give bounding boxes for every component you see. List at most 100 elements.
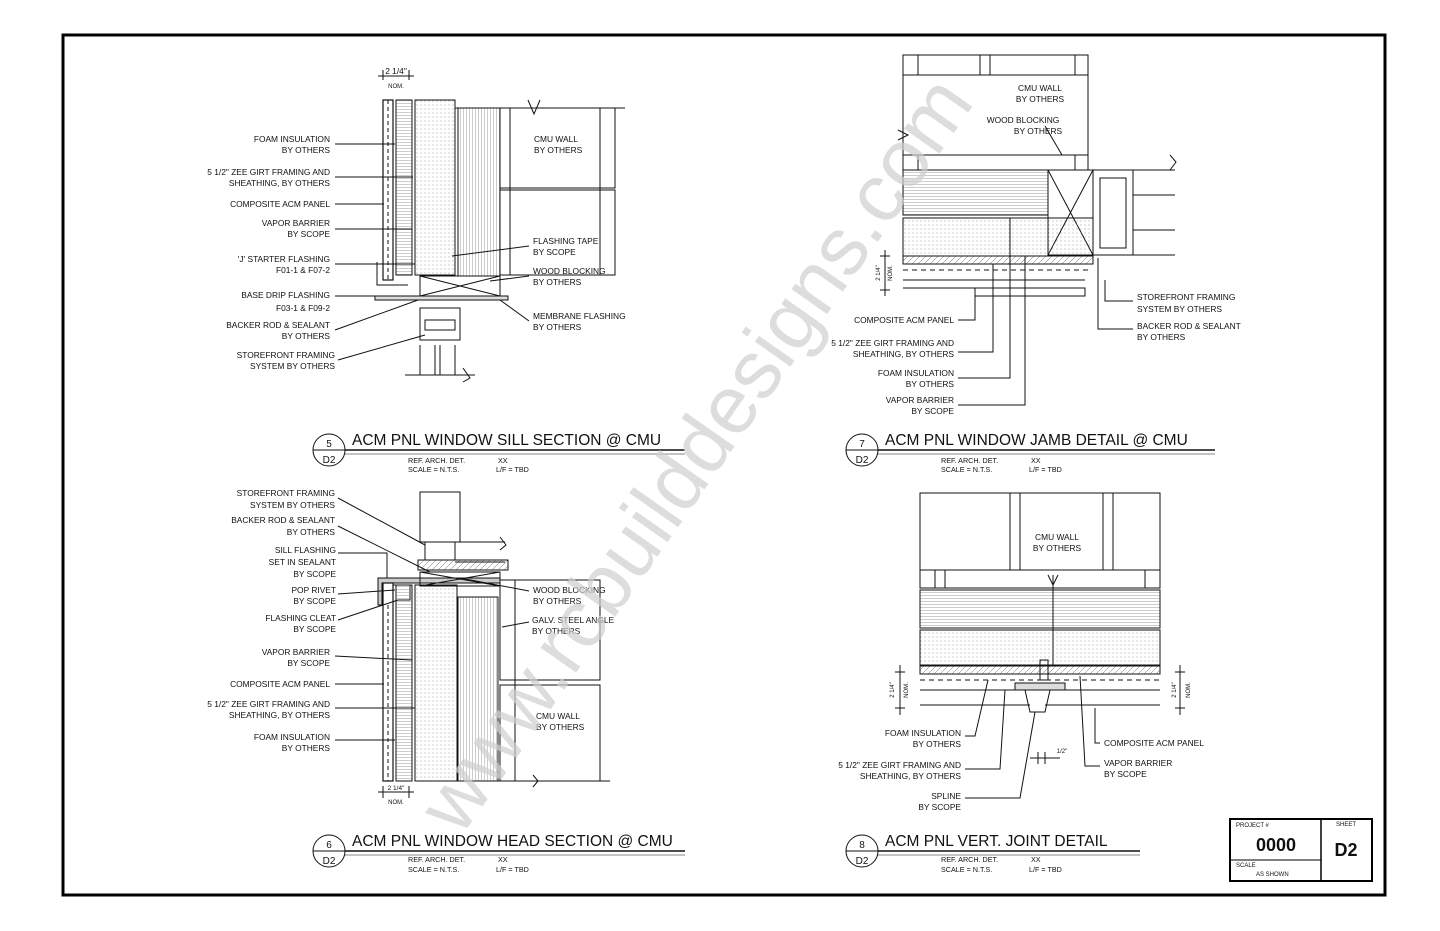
detail-6-labels: STOREFRONT FRAMING SYSTEM BY OTHERS BACK… (207, 488, 614, 806)
label-backer: BACKER ROD & SEALANT (231, 515, 335, 525)
label-sill: SET IN SEALANT (269, 557, 336, 567)
label-storefront: STOREFRONT FRAMING (1137, 292, 1235, 302)
detail-6-drawing (334, 491, 610, 798)
dim-note: NOM. (904, 682, 910, 698)
lf-label: L/F = TBD (496, 865, 529, 874)
label-cmu: CMU WALL (1035, 532, 1079, 542)
label-zee: 5 1/2" ZEE GIRT FRAMING AND (831, 338, 954, 348)
label-wood: WOOD BLOCKING (987, 115, 1060, 125)
label-foam: FOAM INSULATION (254, 134, 330, 144)
label-membrane: BY OTHERS (533, 322, 582, 332)
label-backer: BY OTHERS (282, 331, 331, 341)
label-cmu: BY OTHERS (1033, 543, 1082, 553)
dim-label: 2 1/4" (876, 265, 882, 280)
label-foam: FOAM INSULATION (254, 732, 330, 742)
label-zee: 5 1/2" ZEE GIRT FRAMING AND (207, 699, 330, 709)
label-zee: SHEATHING, BY OTHERS (860, 771, 962, 781)
label-jstart: F01-1 & F07-2 (276, 265, 330, 275)
ref-value: XX (498, 855, 508, 864)
label-zee: 5 1/2" ZEE GIRT FRAMING AND (207, 167, 330, 177)
label-acm: COMPOSITE ACM PANEL (230, 199, 330, 209)
title-block: PROJECT # 0000 SHEET D2 SCALE AS SHOWN (1229, 818, 1373, 882)
label-vapor: BY SCOPE (911, 406, 954, 416)
dim-note: NOM. (888, 265, 894, 281)
label-backer: BY OTHERS (1137, 332, 1186, 342)
detail-7-labels: CMU WALL BY OTHERS WOOD BLOCKING BY OTHE… (831, 83, 1241, 416)
ref-value: XX (498, 456, 508, 465)
dim-label: 2 1/4" (1172, 682, 1178, 697)
label-spline: BY SCOPE (918, 802, 961, 812)
label-storefront: SYSTEM BY OTHERS (250, 500, 335, 510)
scale-label: SCALE = N.T.S. (941, 465, 992, 474)
label-wood: WOOD BLOCKING (533, 266, 606, 276)
scale-label: SCALE = N.T.S. (941, 865, 992, 874)
detail-title: ACM PNL VERT. JOINT DETAIL (885, 833, 1108, 850)
label-membrane: MEMBRANE FLASHING (533, 311, 626, 321)
label-vapor: VAPOR BARRIER (262, 647, 330, 657)
label-zee: SHEATHING, BY OTHERS (229, 710, 331, 720)
label-foam: FOAM INSULATION (885, 728, 961, 738)
dim-note: NOM. (1186, 682, 1192, 698)
label-cmu: BY OTHERS (534, 145, 583, 155)
detail-title: ACM PNL WINDOW HEAD SECTION @ CMU (352, 833, 673, 850)
label-cmu: BY OTHERS (1016, 94, 1065, 104)
label-wood: BY OTHERS (533, 596, 582, 606)
lf-label: L/F = TBD (1029, 465, 1062, 474)
label-backer: BY OTHERS (287, 527, 336, 537)
label-foam: BY OTHERS (282, 743, 331, 753)
sheet-border (61, 33, 1387, 897)
label-vapor: VAPOR BARRIER (1104, 758, 1172, 768)
detail-sheet: D2 (323, 455, 336, 466)
detail-5-drawing (334, 70, 625, 383)
label-foam: BY OTHERS (282, 145, 331, 155)
label-basedrip: F03-1 & F09-2 (276, 303, 330, 313)
ref-label: REF. ARCH. DET. (408, 855, 465, 864)
label-backer: BACKER ROD & SEALANT (226, 320, 330, 330)
label-rivet: POP RIVET (291, 585, 336, 595)
label-sill: SILL FLASHING (275, 545, 336, 555)
project-number: 0000 (1256, 835, 1296, 855)
label-acm: COMPOSITE ACM PANEL (230, 679, 330, 689)
detail-7-title: 7 D2 ACM PNL WINDOW JAMB DETAIL @ CMU RE… (845, 432, 1215, 474)
label-vapor: VAPOR BARRIER (886, 395, 954, 405)
label-vapor: BY SCOPE (1104, 769, 1147, 779)
dim-label: 2 1/4" (890, 682, 896, 697)
ref-label: REF. ARCH. DET. (941, 456, 998, 465)
label-acm: COMPOSITE ACM PANEL (854, 315, 954, 325)
detail-5-labels: 2 1/4" NOM. FOAM INSULATION BY OTHERS 5 … (207, 66, 625, 371)
sheet-number: D2 (1334, 840, 1357, 860)
scale-label: SCALE (1236, 863, 1256, 869)
label-foam: FOAM INSULATION (878, 368, 954, 378)
detail-number: 8 (859, 840, 865, 851)
gap-dim-label: 1/2" (1057, 749, 1067, 755)
dim-note: NOM. (388, 800, 404, 806)
label-foam: BY OTHERS (906, 379, 955, 389)
dim-label: 2 1/4" (388, 785, 405, 792)
label-cleat: FLASHING CLEAT (265, 613, 336, 623)
lf-label: L/F = TBD (496, 465, 529, 474)
label-backer: BACKER ROD & SEALANT (1137, 321, 1241, 331)
ref-label: REF. ARCH. DET. (408, 456, 465, 465)
label-cmu: CMU WALL (536, 711, 580, 721)
sheet-label: SHEET (1336, 822, 1356, 828)
detail-title: ACM PNL WINDOW SILL SECTION @ CMU (352, 432, 661, 449)
label-basedrip: BASE DRIP FLASHING (241, 290, 330, 300)
scale-value: AS SHOWN (1256, 872, 1289, 878)
label-cleat: BY SCOPE (293, 624, 336, 634)
lf-label: L/F = TBD (1029, 865, 1062, 874)
scale-label: SCALE = N.T.S. (408, 865, 459, 874)
detail-8-labels: CMU WALL BY OTHERS 2 1/4" NOM. 2 1/4" NO… (838, 532, 1204, 812)
label-foam: BY OTHERS (913, 739, 962, 749)
ref-value: XX (1031, 456, 1041, 465)
label-zee: SHEATHING, BY OTHERS (229, 178, 331, 188)
dim-note: NOM. (388, 84, 404, 90)
label-tape: FLASHING TAPE (533, 236, 599, 246)
detail-sheet: D2 (856, 856, 869, 867)
label-storefront: STOREFRONT FRAMING (237, 488, 335, 498)
label-cmu: CMU WALL (1018, 83, 1062, 93)
label-storefront: SYSTEM BY OTHERS (1137, 304, 1222, 314)
detail-number: 5 (326, 439, 332, 450)
label-vapor: BY SCOPE (287, 658, 330, 668)
label-cmu: CMU WALL (534, 134, 578, 144)
label-cmu: BY OTHERS (536, 722, 585, 732)
